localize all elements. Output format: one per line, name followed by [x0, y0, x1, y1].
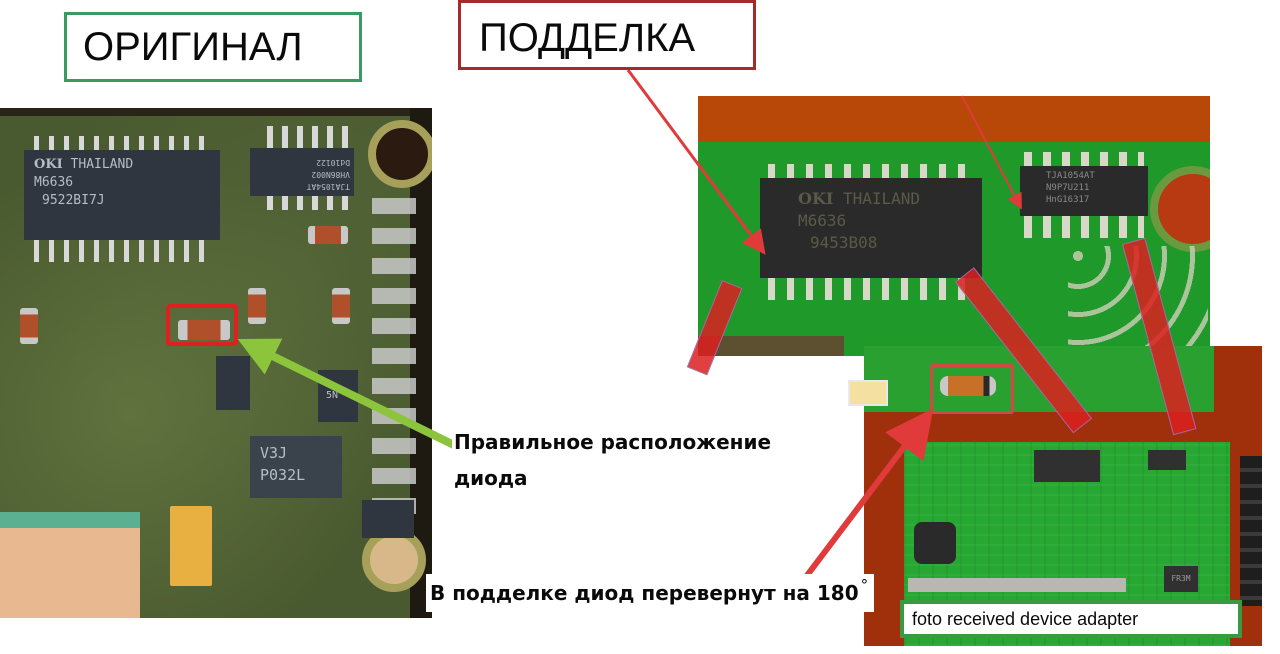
background-surface	[698, 96, 1210, 142]
diode	[332, 288, 350, 324]
can-chip-original: TJA1054AT VH86N002 Dd10122	[250, 126, 354, 210]
tantalum-capacitor	[170, 506, 212, 586]
original-board-photo: OKI THAILAND M6636 9522BI7J TJA1054AT VH…	[0, 108, 432, 618]
reversed-diode-caption: В подделке диод перевернут на 180°	[426, 574, 874, 612]
mounting-hole	[1150, 166, 1210, 252]
regulator-chip: FR3M	[1164, 566, 1198, 592]
transistor	[216, 356, 250, 410]
adapter-caption: foto received device adapter	[900, 600, 1242, 638]
mounting-hole	[362, 528, 426, 592]
caption-line: диода	[454, 466, 528, 490]
diode-fake-reversed	[940, 376, 996, 396]
degree-symbol: °	[860, 576, 869, 594]
caption-text: В подделке диод перевернут на 180	[430, 581, 859, 605]
chip-pins	[34, 240, 214, 262]
correct-position-caption: Правильное расположение диода	[452, 424, 804, 498]
mounting-hole	[368, 120, 432, 188]
original-diode-highlight	[166, 304, 238, 346]
chip-code: 9522BI7J	[42, 193, 105, 208]
chip	[1034, 450, 1100, 482]
capacitor	[848, 380, 888, 406]
chip-brand: OKI	[34, 157, 63, 172]
fake-diode-highlight	[930, 364, 1014, 414]
chip-line: VH86N002	[311, 170, 350, 179]
chip-sub: THAILAND	[70, 157, 134, 172]
diode-original-correct	[178, 320, 230, 340]
small-chip: 5N	[318, 370, 358, 422]
chip-sub: THAILAND	[842, 189, 921, 208]
chip-pins	[34, 136, 214, 150]
chip-line: TJA1054AT	[306, 182, 350, 191]
oki-chip-fake: OKI THAILAND M6636 9453B08	[760, 164, 982, 300]
chip-line: V3J	[260, 444, 288, 462]
diode	[20, 308, 38, 344]
diode	[248, 288, 266, 324]
chip	[362, 500, 414, 538]
chip-code: 9453B08	[810, 233, 878, 252]
fake-board-photo: OKI THAILAND M6636 9453B08 TJA1054AT N9P…	[698, 96, 1210, 356]
chip-line: N9P7U211	[1046, 183, 1090, 193]
chip-line: HnG16317	[1046, 195, 1090, 205]
regulator-chip: V3J P032L	[250, 436, 342, 498]
buzzer	[914, 522, 956, 564]
board-edge	[0, 108, 432, 116]
chip-pins	[1024, 216, 1144, 238]
chip-line: P032L	[260, 466, 306, 484]
chip-line: Dd10122	[316, 158, 350, 167]
solder-pads	[372, 198, 416, 518]
chip-brand: OKI	[798, 189, 834, 208]
chip-pins	[768, 278, 974, 300]
cable	[1240, 456, 1262, 606]
diode	[308, 226, 348, 244]
chip-pins	[768, 164, 974, 178]
chip-pins	[258, 126, 348, 148]
can-chip-fake: TJA1054AT N9P7U211 HnG16317	[1020, 152, 1148, 238]
chip-pins	[1024, 152, 1144, 166]
connector	[908, 578, 1126, 592]
board-strip	[0, 512, 140, 530]
caption-line: Правильное расположение	[454, 430, 772, 454]
original-label: ОРИГИНАЛ	[64, 12, 362, 82]
chip-model: M6636	[34, 175, 74, 190]
chip-pins	[258, 196, 348, 210]
fake-label: ПОДДЕЛКА	[458, 0, 756, 70]
chip-line: TJA1054AT	[1046, 171, 1095, 181]
chip-model: M6636	[798, 211, 847, 230]
inset-photo	[698, 336, 844, 356]
chip	[1148, 450, 1186, 470]
oki-chip-original: OKI THAILAND M6636 9522BI7J	[24, 136, 220, 262]
chip-marking: 5N	[326, 390, 339, 401]
background-surface	[0, 528, 140, 618]
